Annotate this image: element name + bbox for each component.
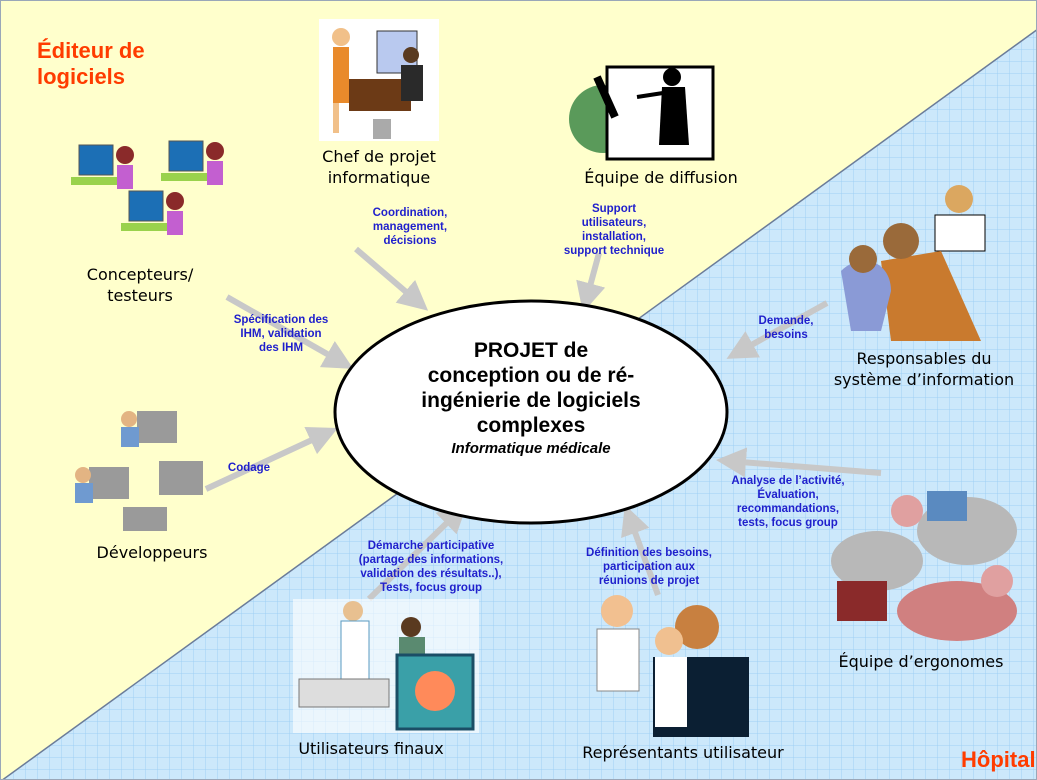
developers-illustration	[75, 411, 203, 531]
actor-concepteurs: Concepteurs/testeurs	[86, 265, 194, 305]
arrow-definition	[621, 504, 661, 597]
flow-demande: Demande,besoins	[758, 315, 814, 341]
actor-utilisateurs-finaux: Utilisateurs finaux	[298, 739, 444, 758]
flow-definition: Définition des besoins,participation aux…	[586, 547, 712, 587]
flow-coordination: Coordination,management,décisions	[372, 207, 448, 247]
diffusion-illustration	[569, 65, 715, 161]
flow-demarche: Démarche participative(partage des infor…	[358, 540, 504, 594]
arrow-analyse	[716, 447, 882, 478]
arrow-demarche	[366, 502, 468, 602]
is-managers-illustration	[841, 185, 986, 341]
project-subtitle: Informatique médicale	[451, 440, 611, 457]
actor-developpeurs: Développeurs	[96, 543, 208, 562]
arrow-demande	[726, 300, 829, 359]
region-title-hospital: Hôpital	[961, 747, 1036, 772]
ergonomists-illustration	[831, 491, 1017, 641]
arrow-specification	[225, 294, 354, 369]
manager-illustration	[319, 19, 439, 141]
designers-illustration	[71, 140, 224, 235]
arrow-coordination	[354, 246, 429, 311]
end-users-illustration	[293, 599, 479, 733]
actor-representants: Représentants utilisateur	[582, 743, 784, 762]
actor-ergonomes: Équipe d’ergonomes	[838, 652, 1004, 671]
flow-codage: Codage	[227, 462, 271, 474]
project-ellipse	[333, 299, 729, 525]
arrow-support	[576, 252, 606, 313]
arrow-codage	[204, 426, 338, 492]
actor-equipe-diffusion: Équipe de diffusion	[584, 168, 738, 187]
user-representatives-illustration	[596, 595, 749, 737]
flow-analyse: Analyse de l’activité,Évaluation,recomma…	[731, 475, 845, 529]
